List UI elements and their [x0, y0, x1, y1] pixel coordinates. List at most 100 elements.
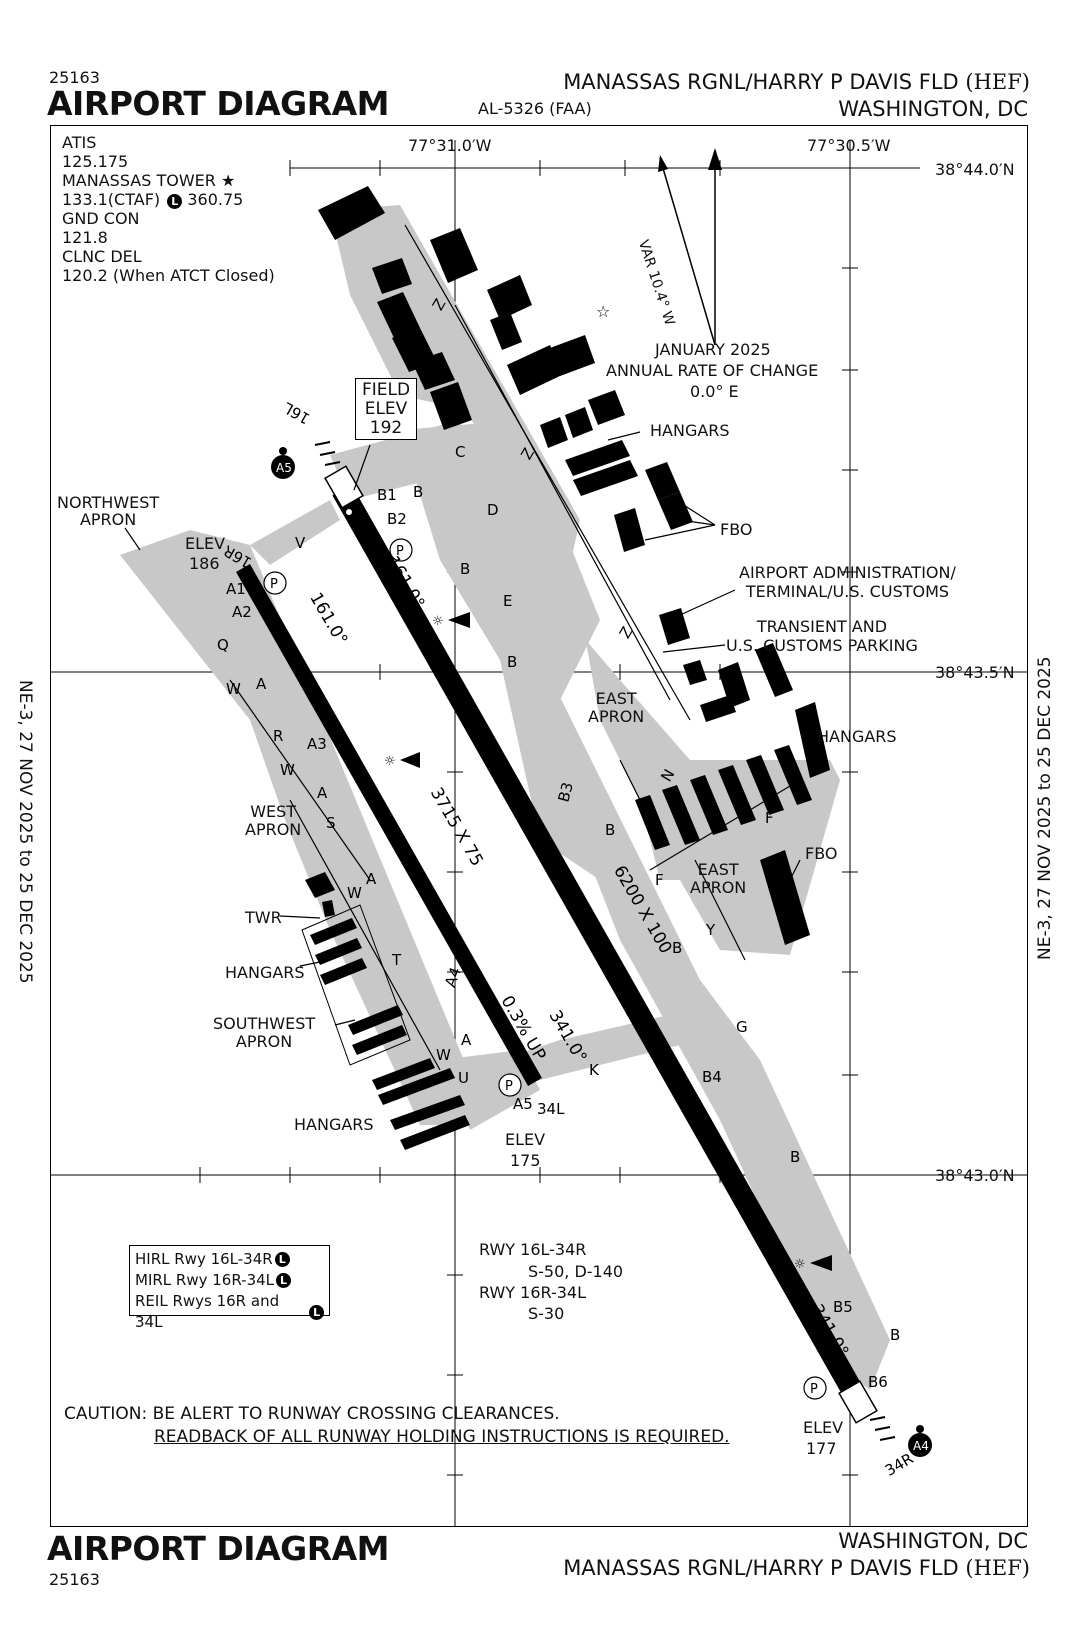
mag-rate-label: ANNUAL RATE OF CHANGE	[606, 361, 819, 380]
beacon-star: ☆	[596, 302, 610, 321]
city-bottom: WASHINGTON, DC	[838, 1529, 1028, 1553]
label-northwest-apron: NORTHWEST APRON	[57, 493, 160, 529]
elev-186-value: 186	[189, 554, 220, 573]
label-transient: TRANSIENT AND U.S. CUSTOMS PARKING	[726, 617, 918, 655]
lon-left: 77°31.0′W	[408, 136, 492, 155]
label-admin: AIRPORT ADMINISTRATION/ TERMINAL/U.S. CU…	[739, 563, 956, 601]
tw-A2: A2	[232, 603, 252, 621]
tw-K: K	[589, 1061, 600, 1079]
tw-D: D	[487, 501, 499, 519]
tw-B4: B4	[702, 1068, 722, 1086]
tw-A-2: A	[317, 784, 328, 802]
diagram-frame	[50, 125, 1028, 1527]
freq-gnd-label: GND CON	[62, 209, 140, 228]
freq-clnc: 120.2 (When ATCT Closed)	[62, 266, 275, 285]
tw-S: S	[326, 814, 336, 832]
buildings	[305, 186, 830, 1150]
parking-letters: P P P P	[270, 544, 818, 1397]
elev-186-label: ELEV	[185, 534, 226, 553]
tw-V: V	[295, 534, 306, 552]
caution-line-1: CAUTION: BE ALERT TO RUNWAY CROSSING CLE…	[64, 1404, 560, 1424]
lighting-badge-icon: L	[274, 1252, 290, 1267]
tw-U: U	[458, 1069, 469, 1087]
tw-W-2: W	[280, 761, 295, 779]
title-top: AIRPORT DIAGRAM	[47, 84, 389, 123]
lon-right: 77°30.5′W	[807, 136, 891, 155]
hotspot-a5-label: A5	[276, 461, 292, 475]
tw-B-6: B	[790, 1148, 800, 1166]
freq-atis-label: ATIS	[62, 133, 97, 152]
tw-A-4: A	[461, 1031, 472, 1049]
tw-A-3: A	[366, 870, 377, 888]
freq-tower-row: 133.1(CTAF) L 360.75	[62, 190, 275, 209]
leader-lines	[124, 431, 801, 1026]
tw-A5: A5	[513, 1095, 533, 1113]
caution-note: CAUTION: BE ALERT TO RUNWAY CROSSING CLE…	[64, 1403, 730, 1449]
label-west-apron: WEST APRON	[245, 802, 302, 839]
runway-16R-34L	[236, 564, 542, 1086]
strength-r2: RWY 16R-34L	[479, 1283, 587, 1302]
tw-B-5: B	[672, 939, 682, 957]
svg-text:P: P	[810, 1382, 818, 1397]
svg-text:☼: ☼	[384, 754, 396, 769]
label-fbo-2: FBO	[805, 844, 838, 863]
freq-tower-label: MANASSAS TOWER ★	[62, 171, 236, 190]
tw-G: G	[736, 1018, 748, 1036]
hdg-161-a: 161.0°	[305, 589, 351, 649]
svg-text:P: P	[396, 544, 404, 559]
svg-text:P: P	[505, 1079, 513, 1094]
lighting-legend: HIRL Rwy 16L-34R L MIRL Rwy 16R-34L L RE…	[129, 1245, 330, 1331]
label-hangars-1: HANGARS	[650, 421, 730, 440]
svg-text:☼: ☼	[432, 614, 444, 629]
field-elevation-box: FIELD ELEV 192	[355, 378, 417, 440]
lighting-line-2: MIRL Rwy 16R-34L	[135, 1271, 275, 1289]
tw-A4: A4	[441, 965, 465, 990]
mag-date: JANUARY 2025	[655, 340, 771, 359]
field-elev-l1: FIELD	[361, 380, 411, 400]
tw-F-1: F	[765, 809, 774, 827]
tw-W-1: W	[226, 680, 241, 698]
tw-A1: A1	[226, 580, 246, 598]
label-twr: TWR	[245, 908, 282, 927]
airport-name: MANASSAS RGNL/HARRY P DAVIS FLD	[563, 1556, 959, 1580]
chart-number-bottom: 25163	[49, 1570, 100, 1589]
label-hangars-2: HANGARS	[817, 727, 897, 746]
label-southwest-apron: SOUTHWEST APRON	[213, 1014, 316, 1051]
strength-r1v: S-50, D-140	[528, 1262, 624, 1281]
caution-line-2: READBACK OF ALL RUNWAY HOLDING INSTRUCTI…	[154, 1427, 730, 1447]
airport-name: MANASSAS RGNL/HARRY P DAVIS FLD	[563, 70, 959, 94]
parking-markers	[263, 538, 827, 1400]
rwy-34L: 34L	[537, 1100, 565, 1118]
doc-id: AL-5326 (FAA)	[478, 99, 592, 118]
tw-Y-2: Y	[705, 921, 716, 939]
lighting-badge-icon: L	[276, 1273, 292, 1288]
field-elev-l2: ELEV	[364, 399, 408, 419]
strength-r1: RWY 16L-34R	[479, 1240, 587, 1259]
tw-T: T	[391, 951, 402, 969]
label-east-apron-2: EAST APRON	[690, 860, 747, 897]
svg-text:P: P	[270, 577, 278, 592]
rwy-34R: 34R	[882, 1449, 917, 1479]
tw-W-4: W	[436, 1046, 451, 1064]
threshold-marks	[314, 441, 896, 1441]
freq-gnd: 121.8	[62, 228, 108, 247]
freq-tower-uhf: 360.75	[187, 190, 244, 209]
lighting-line-3: REIL Rwys 16R and 34L	[135, 1292, 280, 1331]
tw-B-3: B	[507, 653, 517, 671]
tw-B6: B6	[868, 1373, 888, 1391]
rwy-16L: 16L	[280, 398, 313, 428]
freq-ctaf: 133.1(CTAF)	[62, 190, 161, 209]
elev-177-value: 177	[806, 1439, 837, 1458]
rwy-16R-dims: 3715 X 75	[426, 784, 487, 870]
chart-number-top: 25163	[49, 68, 100, 87]
strength-r2v: S-30	[528, 1304, 565, 1323]
lighting-line-1: HIRL Rwy 16L-34R	[135, 1250, 273, 1268]
lat-mid: 38°43.5′N	[935, 663, 1015, 682]
freq-atis: 125.175	[62, 152, 129, 171]
hotspot-a4-label: A4	[913, 1439, 929, 1453]
field-elev-value: 192	[369, 418, 403, 438]
tw-A3: A3	[307, 735, 327, 753]
elev-175-label: ELEV	[505, 1130, 546, 1149]
tw-R: R	[273, 727, 283, 745]
